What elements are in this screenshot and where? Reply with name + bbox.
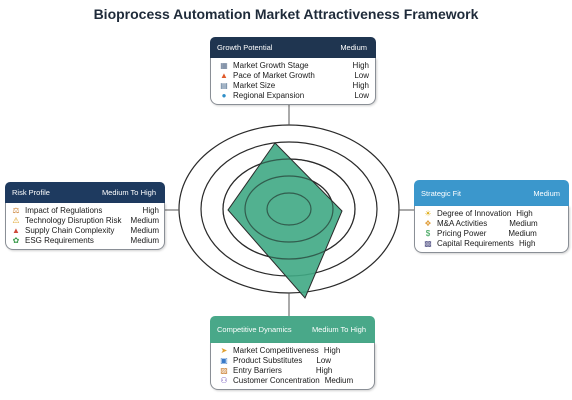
card-rating: Medium To High bbox=[311, 325, 366, 334]
list-item: ✿ ESG Requirements Medium bbox=[11, 236, 159, 246]
list-item: ▣ Product Substitutes Low bbox=[219, 356, 368, 366]
item-value: Medium bbox=[130, 236, 159, 245]
strategic-fit-body: ☀ Degree of Innovation High ❖ M&A Activi… bbox=[414, 206, 569, 253]
card-rating: Medium To High bbox=[101, 188, 156, 197]
item-label: Impact of Regulations bbox=[25, 206, 103, 215]
growth-potential-header: Growth Potential Medium bbox=[210, 37, 376, 58]
card-title: Risk Profile bbox=[12, 188, 50, 197]
radar-ring-inner-overlay-2 bbox=[266, 192, 312, 226]
item-value: Low bbox=[316, 356, 332, 365]
list-item: ● Regional Expansion Low bbox=[219, 91, 369, 101]
item-label: Degree of Innovation bbox=[437, 209, 512, 218]
building-icon: ▩ bbox=[424, 239, 432, 248]
supply-chain-icon: ▲ bbox=[12, 226, 20, 235]
list-item: ☀ Degree of Innovation High bbox=[423, 209, 562, 219]
list-item: ➤ Market Competitiveness High bbox=[219, 346, 368, 356]
card-title: Strategic Fit bbox=[421, 188, 462, 198]
item-value: High bbox=[352, 61, 369, 70]
tag-icon: ➤ bbox=[220, 346, 228, 355]
list-item: ▦ Market Growth Stage High bbox=[219, 61, 369, 71]
radar-ring-inner-overlay-4 bbox=[222, 158, 356, 260]
risk-profile-card: Risk Profile Medium To High ⚖ Impact of … bbox=[5, 182, 165, 250]
list-item: ⚇ Customer Concentration Medium bbox=[219, 376, 368, 386]
page-title: Bioprocess Automation Market Attractiven… bbox=[93, 6, 479, 22]
item-value: High bbox=[516, 209, 533, 218]
strategic-fit-header: Strategic Fit Medium bbox=[414, 180, 569, 206]
card-title: Competitive Dynamics bbox=[217, 325, 292, 334]
users-icon: ⚇ bbox=[220, 376, 228, 385]
item-label: Pace of Market Growth bbox=[233, 71, 315, 80]
item-value: Medium bbox=[324, 376, 354, 385]
item-value: High bbox=[518, 239, 536, 248]
item-value: Low bbox=[354, 91, 369, 100]
growth-potential-body: ▦ Market Growth Stage High ▲ Pace of Mar… bbox=[210, 58, 376, 105]
item-label: Supply Chain Complexity bbox=[25, 226, 115, 235]
item-label: Technology Disruption Risk bbox=[25, 216, 122, 225]
item-label: Customer Concentration bbox=[233, 376, 320, 385]
list-item: ⚖ Impact of Regulations High bbox=[11, 206, 159, 216]
item-label: Market Size bbox=[233, 81, 276, 90]
item-value: Medium bbox=[130, 226, 159, 235]
item-value: Medium bbox=[508, 229, 537, 238]
competitive-dynamics-header: Competitive Dynamics Medium To High bbox=[210, 316, 375, 343]
item-value: High bbox=[315, 366, 333, 375]
strategic-fit-card: Strategic Fit Medium ☀ Degree of Innovat… bbox=[414, 180, 569, 253]
card-rating: Medium bbox=[340, 43, 367, 52]
item-label: M&A Activities bbox=[437, 219, 488, 228]
cube-icon: ▣ bbox=[220, 356, 228, 365]
item-label: Market Growth Stage bbox=[233, 61, 309, 70]
lock-icon: ▨ bbox=[220, 366, 228, 375]
risk-profile-header: Risk Profile Medium To High bbox=[5, 182, 165, 203]
list-item: $ Pricing Power Medium bbox=[423, 229, 562, 239]
item-value: High bbox=[142, 206, 159, 215]
item-label: Regional Expansion bbox=[233, 91, 305, 100]
document-icon: ▤ bbox=[220, 81, 228, 90]
list-item: ▨ Entry Barriers High bbox=[219, 366, 368, 376]
item-label: Entry Barriers bbox=[233, 366, 282, 375]
item-label: Market Competitiveness bbox=[233, 346, 319, 355]
globe-icon: ● bbox=[221, 91, 227, 100]
item-value: Medium bbox=[509, 219, 538, 228]
lightbulb-icon: ☀ bbox=[424, 209, 432, 218]
item-value: Low bbox=[354, 71, 369, 80]
item-value: Medium bbox=[130, 216, 159, 225]
radar-shape bbox=[227, 142, 343, 299]
list-item: ▲ Supply Chain Complexity Medium bbox=[11, 226, 159, 236]
list-item: ❖ M&A Activities Medium bbox=[423, 219, 562, 229]
scale-icon: ⚖ bbox=[12, 206, 20, 215]
item-label: Capital Requirements bbox=[437, 239, 514, 248]
item-label: Product Substitutes bbox=[233, 356, 303, 365]
leaf-icon: ✿ bbox=[12, 236, 20, 245]
flame-icon: ▲ bbox=[220, 71, 228, 80]
item-label: ESG Requirements bbox=[25, 236, 94, 245]
dollar-icon: $ bbox=[425, 229, 431, 238]
item-value: High bbox=[352, 81, 369, 90]
handshake-icon: ❖ bbox=[424, 219, 432, 228]
list-item: ⚠ Technology Disruption Risk Medium bbox=[11, 216, 159, 226]
list-item: ▩ Capital Requirements High bbox=[423, 239, 562, 249]
card-title: Growth Potential bbox=[217, 43, 273, 52]
item-label: Pricing Power bbox=[437, 229, 487, 238]
competitive-dynamics-card: Competitive Dynamics Medium To High ➤ Ma… bbox=[210, 316, 375, 390]
growth-potential-card: Growth Potential Medium ▦ Market Growth … bbox=[210, 37, 376, 105]
risk-profile-body: ⚖ Impact of Regulations High ⚠ Technolog… bbox=[5, 203, 165, 250]
list-item: ▲ Pace of Market Growth Low bbox=[219, 71, 369, 81]
card-rating: Medium bbox=[533, 188, 560, 198]
warning-icon: ⚠ bbox=[12, 216, 20, 225]
radar-ring-inner-overlay-3 bbox=[244, 175, 334, 243]
chart-icon: ▦ bbox=[220, 61, 228, 70]
item-value: High bbox=[323, 346, 341, 355]
list-item: ▤ Market Size High bbox=[219, 81, 369, 91]
competitive-dynamics-body: ➤ Market Competitiveness High ▣ Product … bbox=[210, 343, 375, 390]
